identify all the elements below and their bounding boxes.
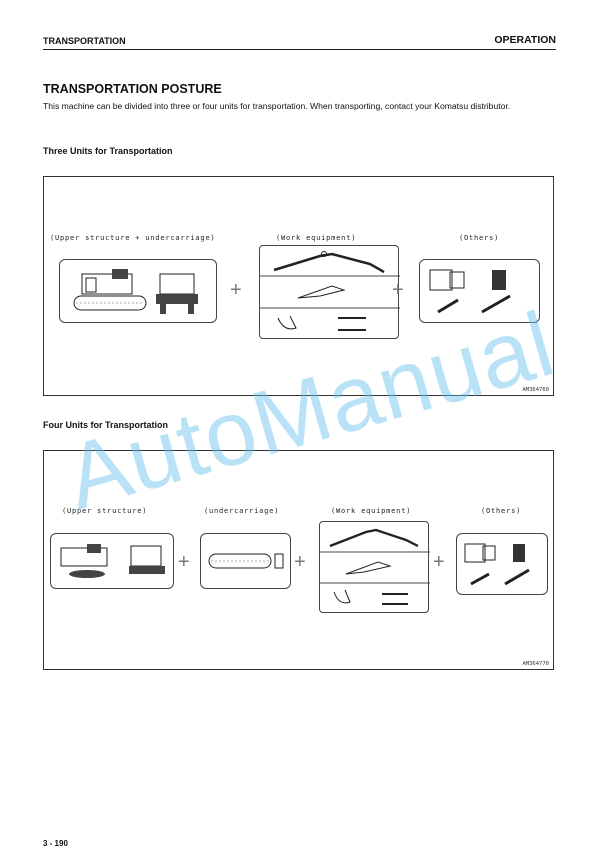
upper-structure-unit — [50, 533, 174, 589]
label-upper-structure: (Upper structure) — [62, 507, 148, 515]
plus-sign: + — [392, 279, 404, 301]
figure-code: AM364770 — [522, 661, 550, 667]
section-title: TRANSPORTATION POSTURE — [43, 82, 222, 96]
label-upper-undercarriage: (Upper structure + undercarriage) — [50, 234, 216, 242]
label-work-equipment: (Work equipment) — [331, 507, 412, 515]
undercarriage-illustration — [208, 553, 284, 569]
work-equipment-unit — [319, 521, 430, 613]
three-units-heading: Three Units for Transportation — [43, 146, 173, 156]
label-undercarriage: (undercarriage) — [204, 507, 280, 515]
plus-sign: + — [433, 551, 445, 573]
work-equipment-unit — [259, 245, 400, 339]
label-others: (Others) — [481, 507, 522, 515]
others-illustration — [429, 269, 511, 314]
label-work-equipment: (Work equipment) — [276, 234, 357, 242]
four-units-heading: Four Units for Transportation — [43, 420, 168, 430]
others-illustration — [464, 543, 530, 586]
header-section: TRANSPORTATION — [43, 36, 126, 46]
work-equipment-illustration — [260, 251, 400, 331]
plus-sign: + — [230, 279, 242, 301]
others-unit — [419, 259, 540, 323]
page-header: TRANSPORTATION OPERATION — [43, 32, 556, 50]
label-others: (Others) — [459, 234, 500, 242]
upper-undercarriage-unit — [59, 259, 217, 323]
plus-sign: + — [178, 551, 190, 573]
work-equipment-illustration — [320, 528, 430, 605]
figure-code: AM364760 — [522, 387, 550, 393]
plus-sign: + — [294, 551, 306, 573]
page-number: 3 - 190 — [43, 839, 68, 848]
excavator-body-illustration — [73, 269, 198, 314]
undercarriage-unit — [200, 533, 291, 589]
upper-structure-illustration — [60, 544, 165, 578]
three-units-figure: (Upper structure + undercarriage) (Work … — [43, 176, 554, 396]
intro-paragraph: This machine can be divided into three o… — [43, 101, 511, 111]
four-units-figure: (Upper structure) (undercarriage) (Work … — [43, 450, 554, 670]
header-chapter: OPERATION — [494, 34, 556, 46]
others-unit — [456, 533, 548, 595]
